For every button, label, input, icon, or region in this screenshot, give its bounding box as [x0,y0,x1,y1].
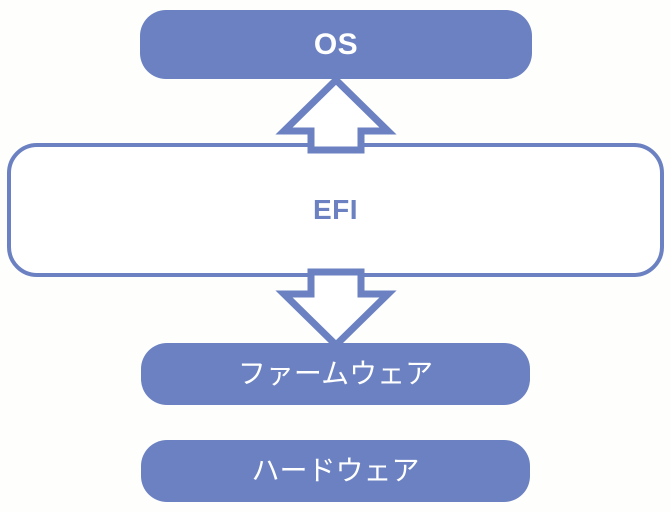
node-firmware[interactable]: ファームウェア [141,343,530,405]
node-hardware[interactable]: ハードウェア [141,440,530,502]
node-efi-label: EFI [312,194,359,225]
arrow-down-efi-to-firmware [275,268,397,350]
node-hardware-label: ハードウェア [251,455,420,486]
node-efi[interactable]: EFI [7,143,664,277]
arrow-up-efi-to-os [275,75,397,154]
node-firmware-label: ファームウェア [237,358,434,389]
node-os[interactable]: OS [140,10,532,79]
node-os-label: OS [313,27,359,61]
